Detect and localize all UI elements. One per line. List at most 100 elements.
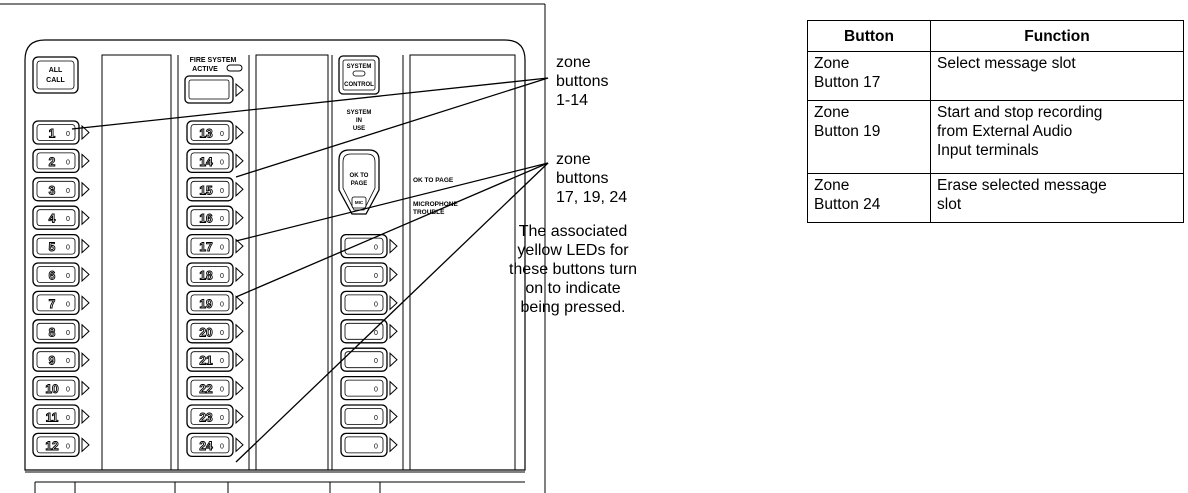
unlabeled-button-5[interactable]: 0: [340, 347, 398, 372]
unlabeled-button-7[interactable]: 0: [340, 404, 398, 429]
led-glyph: 0: [66, 415, 70, 422]
unlabeled-button-6[interactable]: 0: [340, 375, 398, 401]
led-glyph: 0: [220, 330, 224, 337]
led-arrow-icon: [235, 181, 244, 197]
zone-number-label: 13: [199, 127, 213, 141]
led-arrow-icon: [389, 437, 398, 453]
unlabeled-button-3[interactable]: 0: [340, 290, 398, 316]
callout-zone-buttons-1-14: zone buttons 1-14: [556, 54, 609, 109]
leader-line: [235, 162, 549, 298]
led-arrow-icon: [235, 408, 244, 425]
led-arrow-icon: [235, 238, 244, 254]
zone-button-10[interactable]: 10 0: [32, 375, 90, 401]
led-glyph: 0: [66, 301, 70, 308]
zone-number-label: 3: [49, 183, 56, 197]
ok-to-page-button[interactable]: OK TO PAGE MIC: [338, 149, 380, 215]
led-arrow-icon: [389, 380, 398, 396]
led-arrow-icon: [81, 408, 90, 425]
led-arrow-icon: [389, 323, 398, 339]
unlabeled-button-4[interactable]: 0: [340, 319, 398, 344]
all-call-button[interactable]: ALL CALL: [32, 56, 79, 94]
led-arrow-icon: [81, 380, 90, 396]
leader-line: [235, 162, 549, 242]
led-glyph: 0: [66, 443, 70, 450]
led-glyph: 0: [374, 273, 378, 280]
button-function-table: Button Function Zone Button 17 Select me…: [807, 20, 1184, 223]
led-glyph: 0: [374, 358, 378, 365]
zone-button-11[interactable]: 11 0: [32, 404, 90, 429]
led-glyph: 0: [374, 387, 378, 394]
led-arrow-icon: [389, 238, 398, 254]
led-arrow-icon: [235, 323, 244, 339]
system-control-button[interactable]: SYSTEM CONTROL: [338, 55, 380, 95]
zone-number-label: 17: [199, 240, 213, 254]
system-in-use-label-1: SYSTEM: [347, 110, 372, 116]
system-in-use-label-3: USE: [353, 126, 365, 132]
annunciator-panel-diagram: ALL CALL FIRE SYSTEM ACTIVE SYSTEM CONTR…: [0, 3, 549, 493]
table-cell-button: Zone Button 24: [807, 173, 931, 223]
led-glyph: 0: [374, 301, 378, 308]
zone-number-label: 11: [46, 411, 59, 425]
led-glyph: 0: [66, 387, 70, 394]
leader-line: [235, 77, 549, 178]
fire-system-active-button[interactable]: [184, 75, 234, 104]
fire-system-active-led: [226, 64, 243, 72]
led-glyph: 0: [220, 301, 224, 308]
unlabeled-button-2[interactable]: 0: [340, 262, 398, 287]
led-arrow-icon: [235, 210, 244, 226]
all-call-label-2: CALL: [46, 77, 65, 84]
unlabeled-button-8[interactable]: 0: [340, 432, 398, 458]
zone-button-18[interactable]: 18 0: [186, 262, 244, 287]
leader-line: [71, 77, 549, 130]
led-arrow-icon: [81, 153, 90, 169]
system-control-label-1: SYSTEM: [347, 64, 372, 70]
led-glyph: 0: [220, 273, 224, 280]
led-glyph: 0: [66, 273, 70, 280]
unlabeled-button-1[interactable]: 0: [340, 233, 398, 259]
led-arrow-icon: [235, 437, 244, 453]
led-arrow-icon: [235, 266, 244, 283]
leader-lines: [71, 77, 549, 463]
table-row: Zone Button 17 Select message slot: [807, 51, 1184, 101]
ok-to-page-button-label-1: OK TO: [350, 173, 369, 179]
zone-number-label: 7: [49, 297, 56, 311]
fire-system-led-arrow: [235, 82, 244, 98]
zone-number-label: 18: [199, 269, 213, 283]
led-arrow-icon: [235, 352, 244, 368]
led-glyph: 0: [220, 358, 224, 365]
zone-number-label: 10: [45, 382, 59, 396]
zone-number-label: 9: [49, 354, 56, 368]
led-glyph: 0: [66, 188, 70, 195]
ok-to-page-button-label-2: PAGE: [351, 181, 368, 187]
led-arrow-icon: [81, 238, 90, 254]
all-call-label-1: ALL: [49, 67, 63, 74]
zone-number-label: 1: [49, 127, 56, 141]
callout-zone-buttons-17-19-24: zone buttons 17, 19, 24: [556, 151, 628, 206]
table-cell-function: Select message slot: [930, 51, 1184, 101]
led-arrow-icon: [81, 181, 90, 197]
led-glyph: 0: [374, 245, 378, 252]
led-glyph: 0: [374, 415, 378, 422]
led-glyph: 0: [66, 216, 70, 223]
